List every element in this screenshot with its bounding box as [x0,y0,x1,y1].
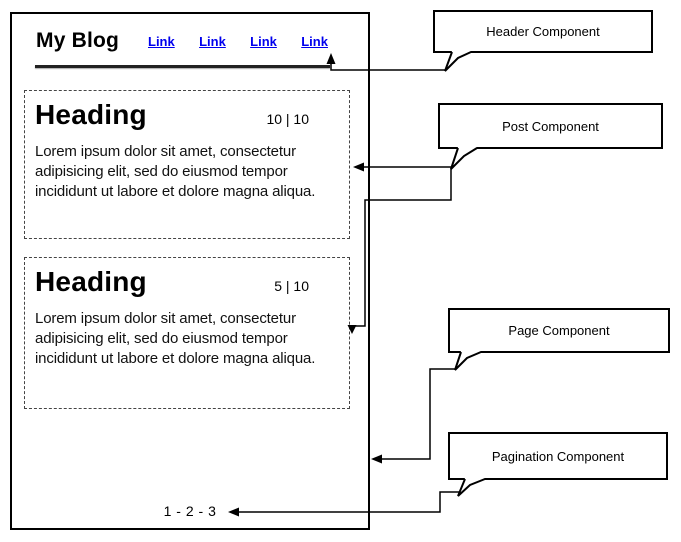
callout-pagination-component: Pagination Component [448,432,668,480]
arrowhead-left-icon [371,454,382,464]
post-card: Heading 5 | 10 Lorem ipsum dolor sit ame… [24,257,350,409]
post-card: Heading 10 | 10 Lorem ipsum dolor sit am… [24,90,350,239]
nav-link-2[interactable]: Link [199,34,226,49]
post-heading: Heading [35,266,147,297]
post-header-row: Heading 5 | 10 [35,266,343,298]
callout-label: Pagination Component [491,448,625,464]
callout-post-component: Post Component [438,103,663,149]
nav-link-3[interactable]: Link [250,34,277,49]
callout-tail-edge [450,147,478,170]
callout-tail [455,351,481,370]
callout-header-component: Header Component [433,10,653,53]
callout-tail [445,51,471,71]
post-heading: Heading [35,99,147,130]
pagination[interactable]: 1 - 2 - 3 [163,503,217,519]
callout-tail [451,147,477,169]
callout-page-component: Page Component [448,308,670,353]
callout-label: Post Component [502,118,599,134]
nav-link-1[interactable]: Link [148,34,175,49]
callout-label: Page Component [508,323,610,338]
callout-tail-edge [444,51,472,72]
page-connector-line [381,368,456,460]
post-body: Lorem ipsum dolor sit amet, consectetur … [35,310,316,367]
callout-tail-edge [454,351,482,371]
blog-page-frame: My Blog Link Link Link Link Heading 10 |… [10,12,370,530]
post-meta: 5 | 10 [274,278,309,294]
nav-link-4[interactable]: Link [301,34,328,49]
callout-tail [458,478,485,496]
header-nav: Link Link Link Link [148,34,328,49]
blog-title: My Blog [36,29,120,52]
post-meta: 10 | 10 [266,111,309,127]
callout-label: Header Component [486,24,600,39]
post-header-row: Heading 10 | 10 [35,99,343,131]
header-divider [35,65,330,68]
callout-tail-edge [457,478,486,497]
post-body: Lorem ipsum dolor sit amet, consectetur … [35,143,316,200]
